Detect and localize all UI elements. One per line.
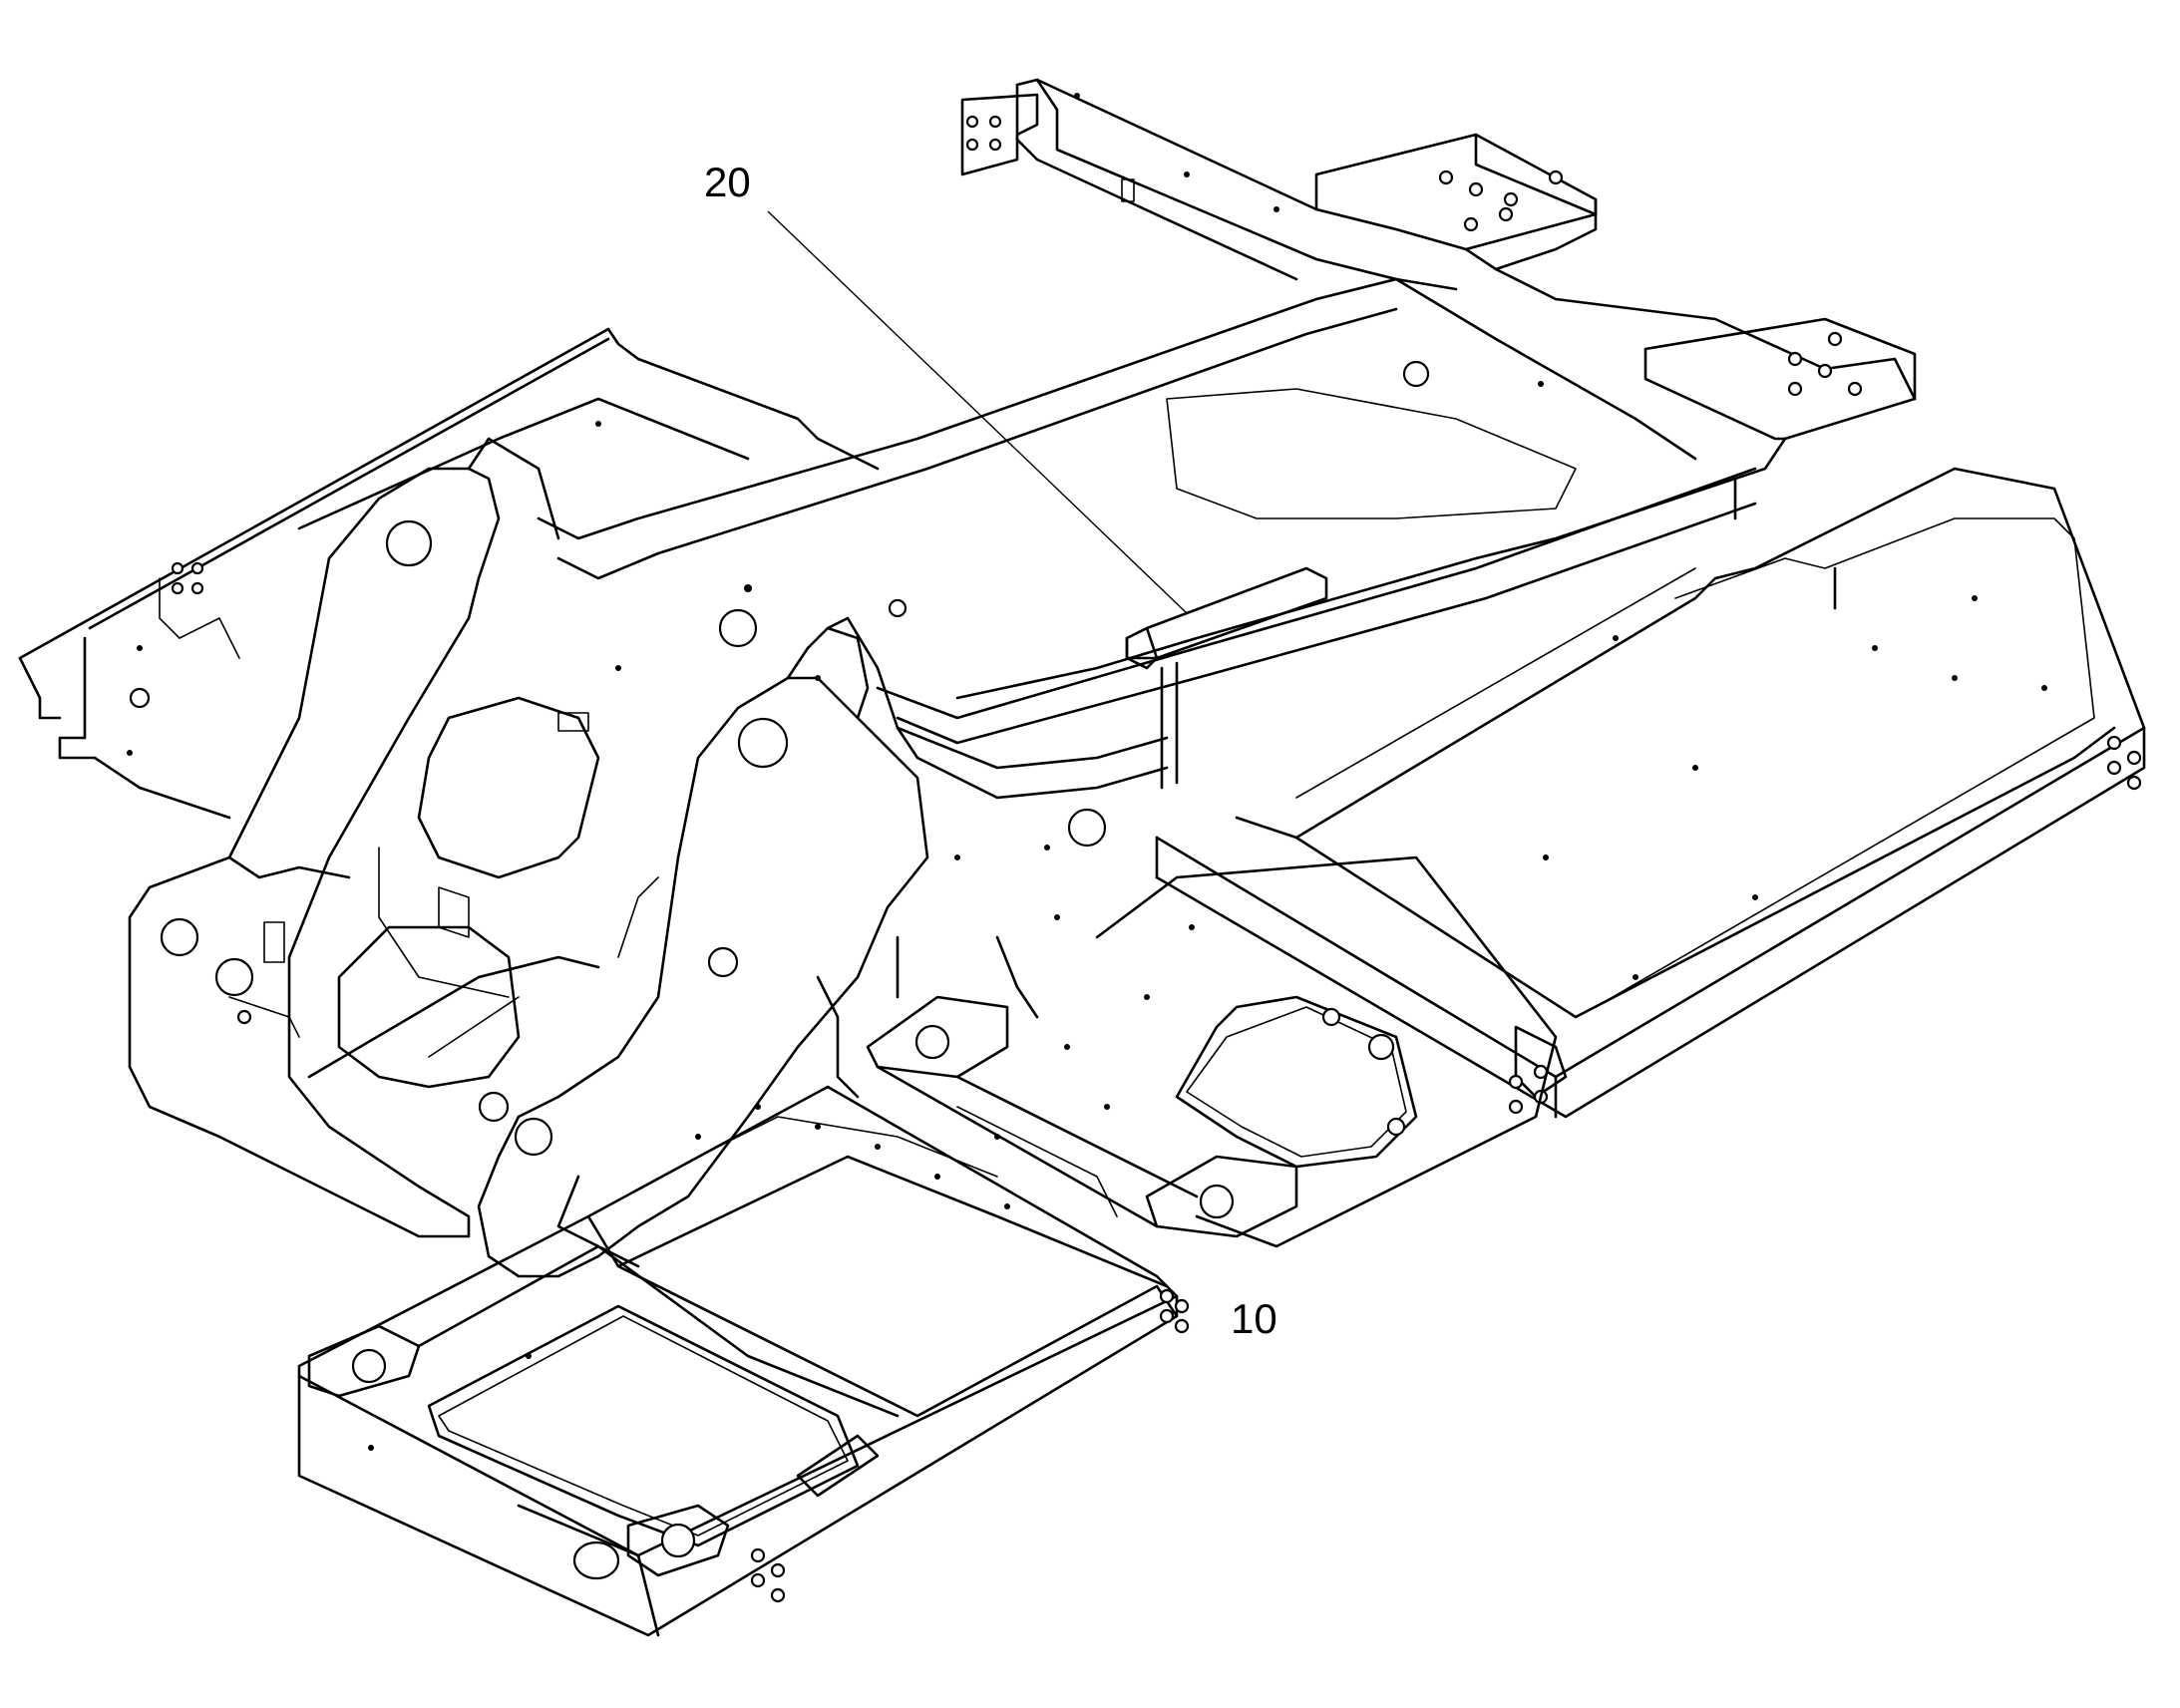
center-bay — [816, 855, 1558, 1248]
left-tower-openings — [337, 584, 908, 1089]
callout-20-label: 20 — [704, 159, 751, 205]
right-boom-tower — [428, 616, 1169, 1278]
left-boom-tower — [128, 437, 600, 1238]
upper-crossbeams — [18, 277, 1757, 820]
front-end-bay — [297, 1214, 1190, 1637]
part-20-tube — [1125, 566, 1328, 790]
leader-20 — [767, 210, 1188, 614]
callout-10-label: 10 — [1231, 1295, 1277, 1342]
main-lower-frame — [1155, 467, 2146, 1119]
rear-cross-frame — [955, 78, 1917, 700]
lower-floor-bay — [556, 1085, 1179, 1298]
leader-lines — [767, 210, 1188, 614]
